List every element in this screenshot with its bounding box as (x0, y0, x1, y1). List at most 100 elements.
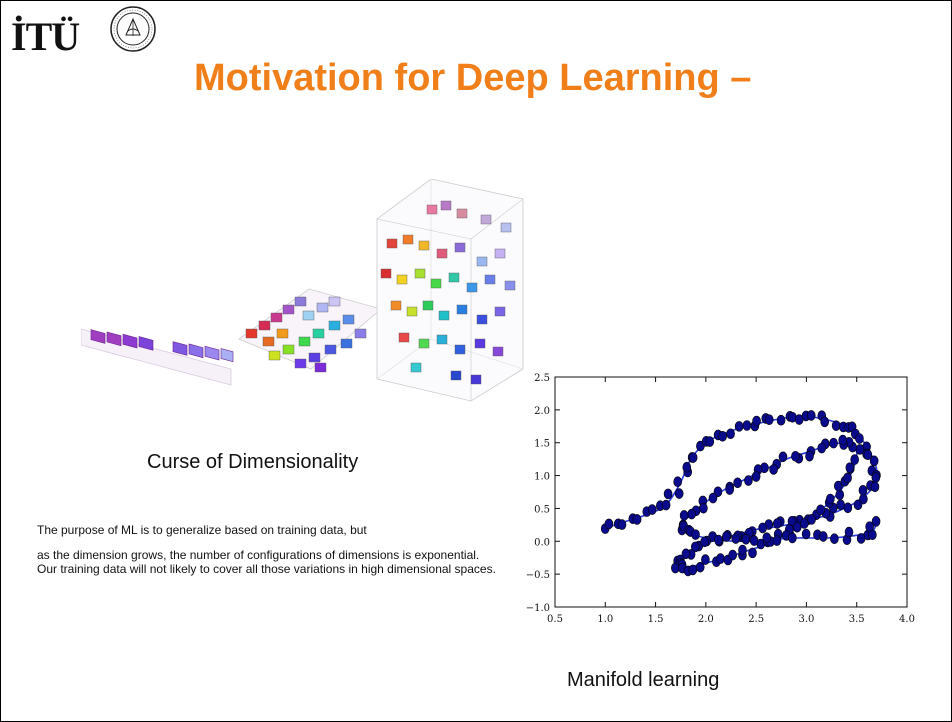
data-point (776, 414, 786, 426)
data-point (818, 531, 828, 542)
data-point (831, 420, 841, 431)
y-tick-label: −1.0 (526, 603, 550, 614)
data-point (817, 442, 826, 454)
university-seal-icon (110, 6, 156, 52)
data-point (830, 533, 839, 545)
data-point (738, 544, 747, 556)
data-point (647, 504, 657, 515)
curse-of-dimensionality-caption: Curse of Dimensionality (147, 451, 359, 473)
dimension-cubes-illustration (81, 179, 524, 402)
data-point (663, 488, 673, 500)
data-point (820, 416, 830, 428)
data-point (844, 526, 854, 538)
data-point (863, 449, 873, 461)
data-point (772, 535, 782, 546)
data-point (681, 548, 691, 560)
paragraph-first-line: The purpose of ML is to generalize based… (37, 523, 367, 537)
y-tick-label: 0.0 (534, 537, 550, 548)
data-point (731, 533, 741, 544)
data-point (691, 529, 700, 540)
data-point (721, 531, 731, 542)
data-point (751, 471, 761, 482)
data-point (708, 492, 718, 504)
x-tick-label: 3.5 (849, 614, 865, 625)
data-point (714, 534, 723, 546)
y-tick-label: 1.5 (534, 439, 550, 450)
data-point (871, 472, 881, 483)
x-tick-label: 2.0 (698, 614, 714, 625)
data-point (691, 541, 700, 553)
data-point (843, 472, 852, 484)
data-point (728, 549, 737, 561)
data-point (778, 451, 788, 463)
data-point (741, 534, 751, 545)
data-point (762, 532, 772, 543)
data-point (716, 553, 725, 564)
data-point (791, 450, 800, 462)
data-point (632, 514, 642, 525)
one-dimension-cubes (81, 328, 234, 386)
data-point (617, 519, 627, 530)
data-point (734, 421, 744, 432)
data-point (688, 452, 698, 463)
y-tick-label: 1.0 (534, 472, 550, 483)
data-point (733, 477, 742, 489)
data-point (836, 499, 845, 511)
data-point (845, 462, 855, 473)
data-point (772, 518, 782, 529)
data-point (855, 433, 864, 444)
data-point (748, 547, 757, 559)
data-point (764, 414, 774, 425)
data-point (834, 480, 843, 492)
data-point (604, 518, 614, 530)
data-point (687, 508, 696, 520)
data-point (871, 516, 881, 527)
slide-title: Motivation for Deep Learning – (194, 57, 752, 99)
data-point (752, 415, 761, 427)
two-dimension-cubes (238, 288, 382, 373)
data-point (758, 522, 767, 534)
data-point (855, 444, 865, 455)
data-point (725, 484, 734, 495)
data-point (673, 476, 682, 487)
data-point (859, 493, 868, 505)
data-point (744, 475, 753, 486)
data-point (742, 420, 752, 431)
data-point (869, 455, 879, 467)
y-tick-label: −0.5 (526, 570, 550, 581)
data-point (826, 493, 835, 505)
x-tick-label: 2.5 (748, 614, 764, 625)
data-point (718, 430, 727, 442)
data-point (688, 564, 698, 576)
data-point (705, 436, 715, 447)
data-point (870, 481, 880, 493)
data-point (701, 554, 710, 565)
data-point (843, 502, 853, 514)
data-point (679, 510, 689, 521)
data-point (853, 499, 863, 511)
data-point (799, 518, 809, 529)
y-tick-label: 0.5 (534, 504, 550, 515)
data-point (726, 428, 735, 440)
x-tick-label: 1.0 (597, 614, 613, 625)
data-point (749, 535, 759, 546)
data-point (661, 499, 671, 511)
data-point (801, 528, 811, 540)
three-dimension-cubes (376, 179, 524, 402)
data-point (769, 464, 778, 475)
data-point (699, 502, 708, 514)
itu-logo: İTÜ (11, 14, 80, 59)
data-point (816, 504, 825, 516)
data-point (835, 489, 845, 501)
x-tick-label: 1.5 (648, 614, 664, 625)
data-point (682, 461, 692, 473)
data-point (829, 437, 838, 449)
x-tick-label: 3.0 (798, 614, 814, 625)
data-point (806, 410, 816, 421)
data-point (865, 521, 874, 532)
data-point (850, 454, 859, 465)
paragraph-body: as the dimension grows, the number of co… (37, 548, 496, 576)
data-point (807, 514, 816, 525)
